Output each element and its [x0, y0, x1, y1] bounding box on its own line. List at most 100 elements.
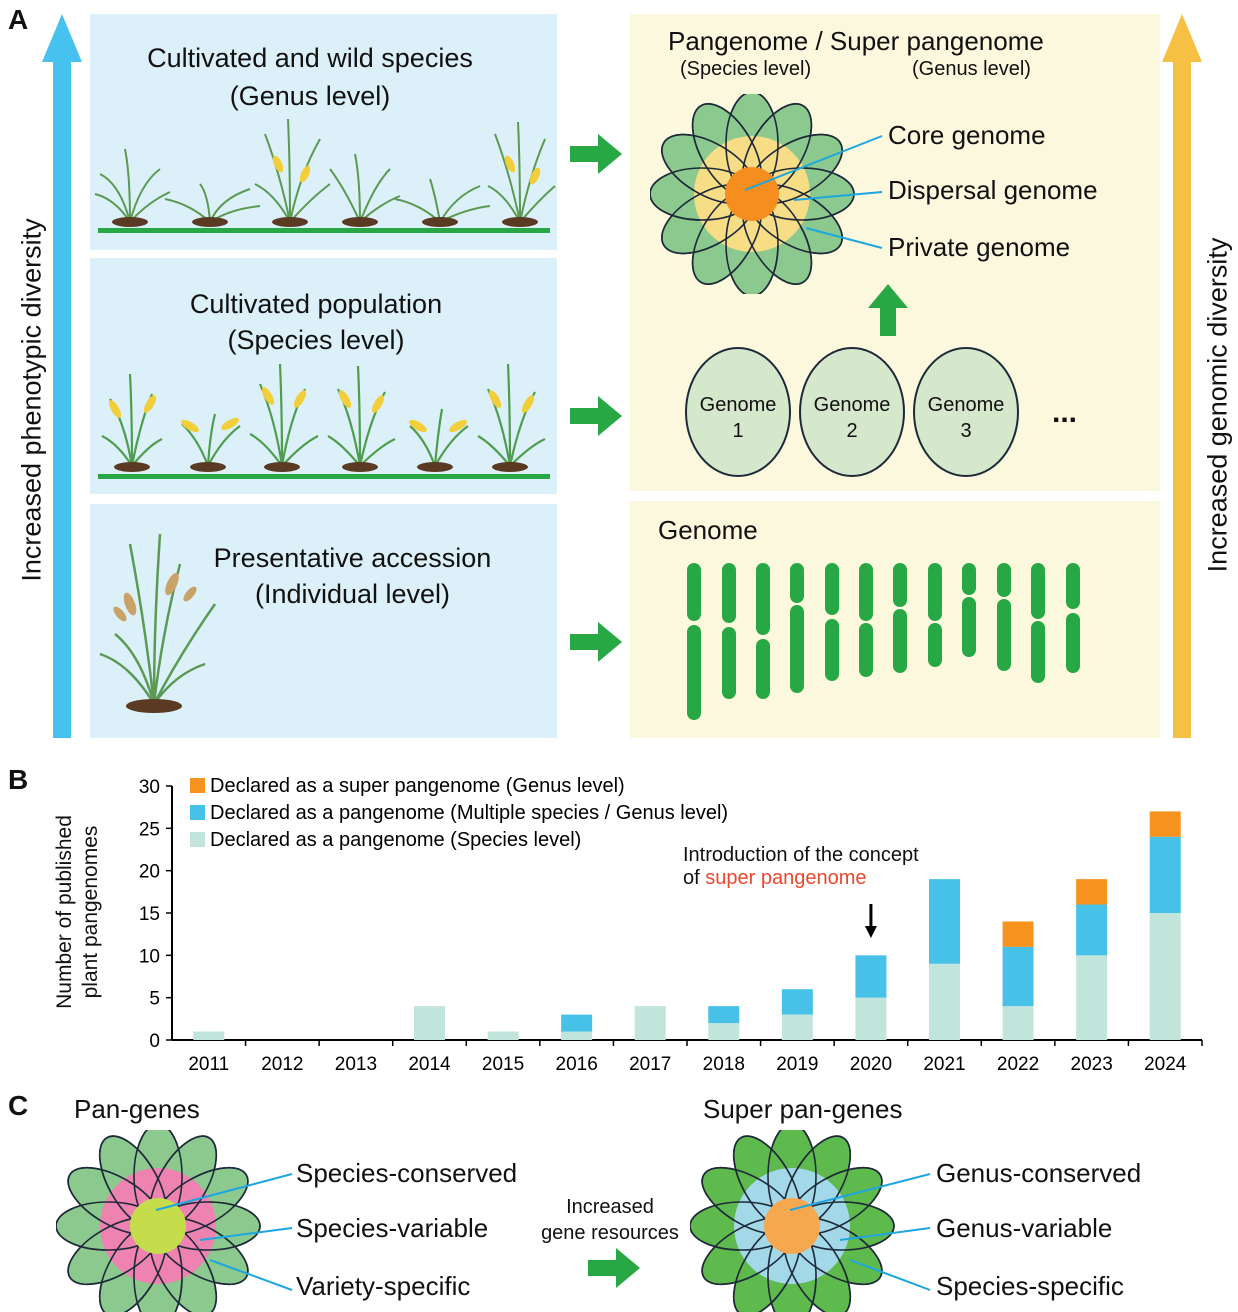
bar-segment-species [781, 1014, 813, 1040]
genome-box: Genome [630, 501, 1160, 738]
chart-ylabel: Number of published plant pangenomes [52, 815, 104, 1009]
x-tick-label: 2019 [776, 1054, 818, 1075]
individual-box-subtitle: (Individual level) [254, 579, 451, 609]
genome-3-name: Genome [927, 394, 1005, 416]
super-pan-genes-leader-lines [789, 1173, 931, 1291]
genome-1-number: 1 [732, 420, 744, 442]
chromosomes-illustration [687, 563, 1080, 720]
panel-label-a: A [8, 4, 29, 35]
y-tick-label: 25 [139, 819, 160, 840]
x-tick-label: 2024 [1144, 1054, 1187, 1075]
genus-box-subtitle: (Genus level) [229, 81, 391, 111]
arrow-right-icon [570, 134, 622, 174]
chart-ylabel-line1: Number of published [53, 815, 76, 1009]
super-pan-genes-title: Super pan-genes [703, 1094, 903, 1124]
y-tick-label: 0 [149, 1031, 160, 1052]
x-tick-label: 2015 [482, 1054, 524, 1075]
genus-variable-label: Genus-variable [936, 1213, 1113, 1243]
annotation-arrow-head [864, 926, 877, 938]
x-tick-label: 2017 [629, 1054, 671, 1075]
bar-segment-species [855, 997, 887, 1040]
bar-segment-multi-species [855, 955, 887, 998]
genome-2-label: Genome 2 [802, 392, 902, 444]
panel-label-c: C [8, 1090, 29, 1121]
legend-label: Declared as a super pangenome (Genus lev… [210, 775, 625, 797]
pan-genes-leader-lines [155, 1173, 293, 1291]
annotation-line2: of super pangenome [683, 867, 919, 890]
super-pan-genes-flower-diagram [690, 1130, 895, 1312]
x-tick-label: 2013 [335, 1054, 377, 1075]
pangenome-flower-diagram [650, 94, 855, 294]
genome-3-label: Genome 3 [916, 392, 1016, 444]
bar-segment-super [1149, 811, 1181, 837]
bar-segment-multi-species [929, 879, 960, 964]
x-tick-label: 2020 [850, 1054, 892, 1075]
dispersal-genome-label: Dispersal genome [888, 175, 1098, 205]
genome-1-label: Genome 1 [688, 392, 788, 444]
chart-ylabel-line2: plant pangenomes [79, 825, 102, 999]
genome-1-name: Genome [699, 394, 777, 416]
x-tick-label: 2012 [261, 1054, 303, 1075]
genome-2-number: 2 [846, 420, 858, 442]
bar-segment-species [561, 1031, 593, 1040]
variety-specific-label: Variety-specific [296, 1271, 471, 1301]
genome-title: Genome [658, 515, 758, 545]
annotation-prefix: of [683, 867, 706, 889]
x-tick-label: 2011 [188, 1054, 229, 1075]
species-conserved-label: Species-conserved [296, 1158, 518, 1188]
legend-label: Declared as a pangenome (Species level) [210, 829, 581, 851]
middle-label-line1: Increased [566, 1196, 654, 1218]
genus-level-note: (Genus level) [912, 58, 1031, 80]
species-specific-label: Species-specific [936, 1271, 1124, 1301]
left-axis-label: Increased phenotypic diversity [16, 218, 47, 582]
x-tick-label: 2014 [408, 1054, 451, 1075]
individual-level-box: Presentative accession (Individual level… [90, 504, 557, 738]
bar-segment-multi-species [561, 1014, 593, 1032]
x-tick-label: 2018 [703, 1054, 745, 1075]
bar-segment-species [634, 1006, 666, 1040]
bar-segment-species [487, 1031, 519, 1040]
legend-swatch [190, 805, 205, 820]
phenotypic-diversity-arrow [42, 14, 82, 738]
arrow-right-icon [570, 622, 622, 662]
genus-level-box: Cultivated and wild species (Genus level… [90, 14, 557, 250]
bar-segment-species [708, 1023, 740, 1040]
bar-segment-species [929, 963, 960, 1040]
species-box-subtitle: (Species level) [227, 325, 405, 355]
species-box-title: Cultivated population [189, 289, 443, 319]
bar-segment-multi-species [781, 989, 813, 1015]
x-tick-label: 2023 [1071, 1054, 1113, 1075]
increased-gene-resources-label: Increased gene resources [530, 1194, 690, 1246]
genome-3-number: 3 [960, 420, 972, 442]
annotation-highlight: super pangenome [705, 867, 867, 889]
genome-ovals [685, 347, 1019, 477]
bar-segment-species [1002, 1006, 1034, 1040]
bar-segment-species [1149, 913, 1181, 1040]
cultivated-plants-illustration [98, 363, 550, 479]
legend-label: Declared as a pangenome (Multiple specie… [210, 802, 728, 824]
pan-genes-title: Pan-genes [74, 1094, 200, 1124]
y-tick-label: 15 [139, 904, 160, 925]
annotation-line1: Introduction of the concept [683, 844, 919, 866]
species-level-note: (Species level) [680, 58, 812, 80]
chart-annotation: Introduction of the concept of super pan… [683, 844, 919, 890]
bar-segment-super [1076, 879, 1108, 905]
right-axis-label: Increased genomic diversity [1202, 237, 1233, 573]
y-tick-label: 20 [139, 862, 160, 883]
species-variable-label: Species-variable [296, 1213, 489, 1243]
legend-swatch [190, 778, 205, 793]
pan-genes-flower-diagram [56, 1130, 261, 1312]
bar-segment-species [193, 1031, 225, 1040]
pangenome-box: Pangenome / Super pangenome (Species lev… [630, 14, 1160, 491]
pangenome-leader-lines [744, 135, 883, 249]
bar-segment-species [1076, 955, 1108, 1040]
wild-plants-illustration [94, 118, 556, 233]
single-rice-plant-illustration [99, 533, 217, 713]
bar-segment-species [414, 1006, 445, 1040]
y-tick-label: 5 [149, 989, 160, 1010]
genome-2-name: Genome [813, 394, 891, 416]
x-tick-label: 2016 [556, 1054, 598, 1075]
legend-swatch [190, 832, 205, 847]
bar-segment-multi-species [1149, 836, 1181, 913]
